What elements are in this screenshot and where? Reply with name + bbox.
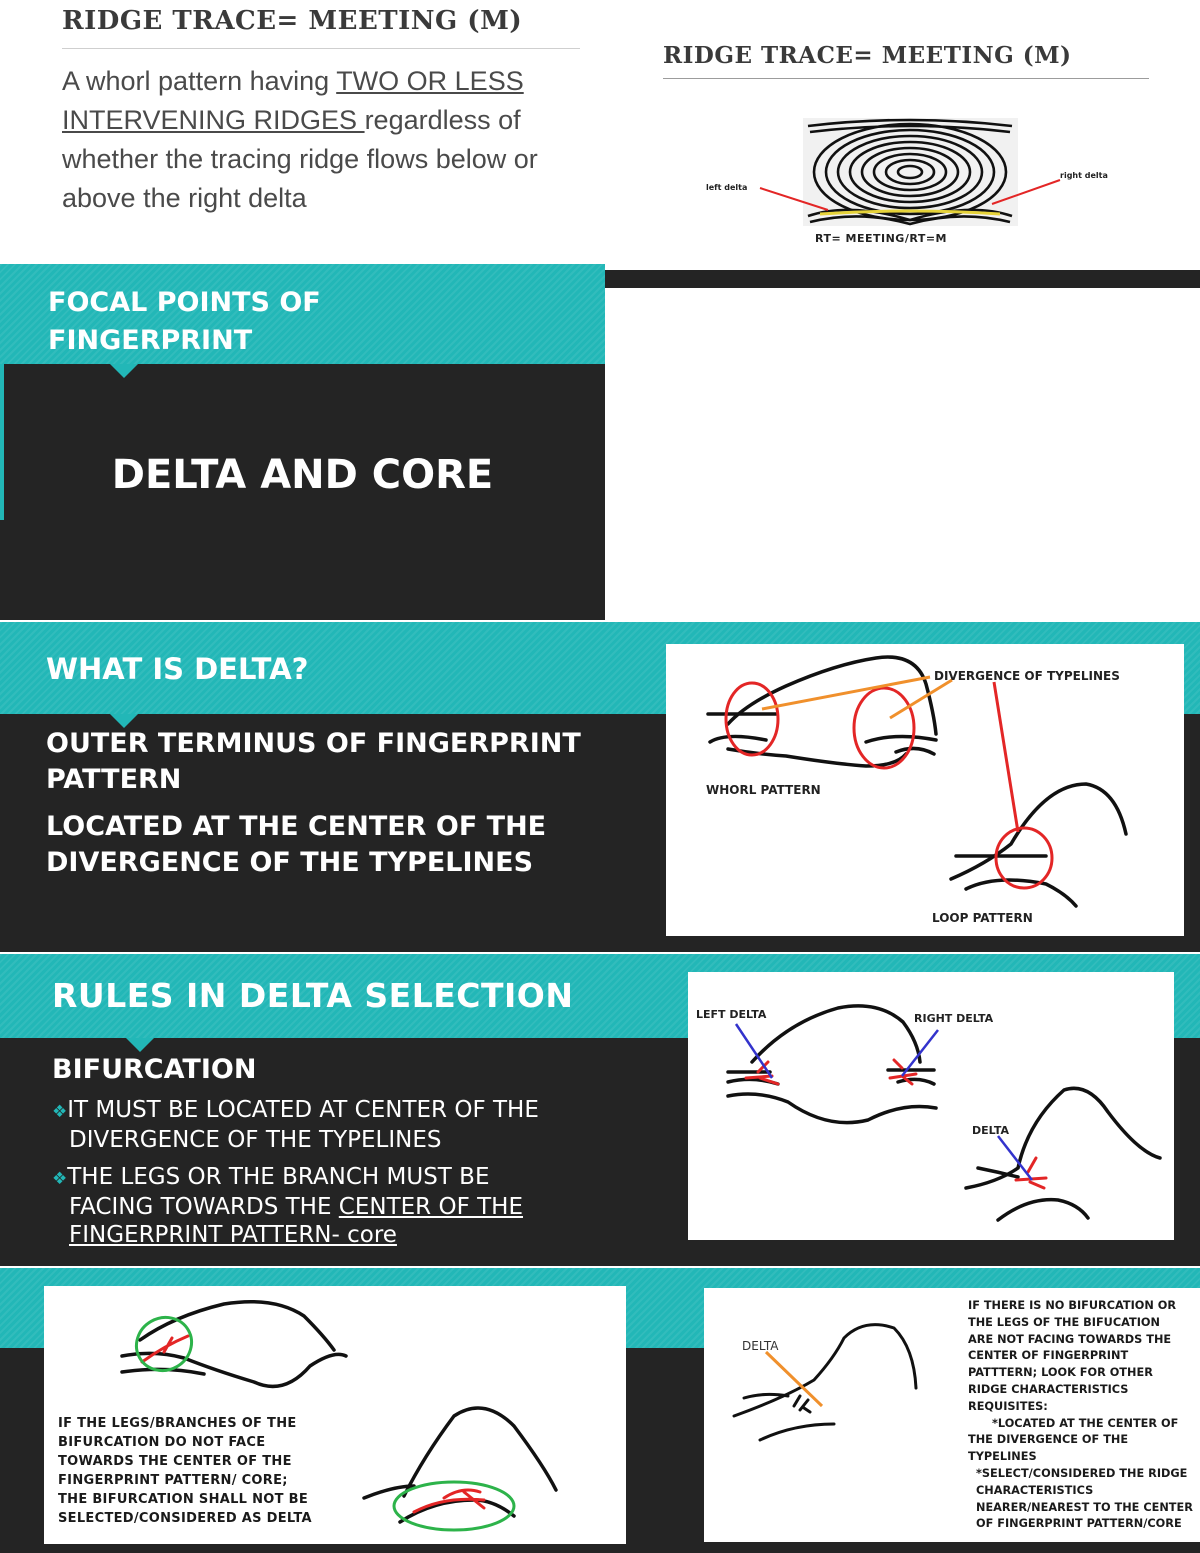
slide4-bullets: ❖IT MUST BE LOCATED AT CENTER OF THE DIV… [52,1096,539,1249]
slide2-subtitle: DELTA AND CORE [111,452,494,498]
bullet-2-line-2-underlined: CENTER OF THE [338,1194,523,1220]
text-line: SELECTED/CONSIDERED AS DELTA [58,1511,312,1526]
text-line: ARE NOT FACING TOWARDS THE [968,1332,1172,1346]
title-divider [62,48,580,49]
diamond-bullet-icon: ❖ [52,1169,68,1189]
bullet-1: ❖IT MUST BE LOCATED AT CENTER OF THE [52,1096,539,1126]
diamond-bullet-icon: ❖ [52,1102,68,1122]
slide4: RULES IN DELTA SELECTION BIFURCATION ❖IT… [0,954,1200,1266]
body-text-2: regardless of whether the tracing ridge … [62,105,538,213]
slide1-right: RIDGE TRACE= MEETING (M) left delta righ… [605,0,1200,268]
loop-label: LOOP PATTERN [932,911,1033,925]
whorl-label: WHORL PATTERN [706,783,821,797]
bullet-1-line-2: DIVERGENCE OF THE TYPELINES [69,1127,442,1153]
text-line: *SELECT/CONSIDERED THE RIDGE [976,1466,1188,1480]
text-line: OF FINGERPRINT PATTERN/CORE [976,1517,1182,1531]
text-line: IF THE LEGS/BRANCHES OF THE [58,1416,297,1431]
point-1-line-1: OUTER TERMINUS OF FINGERPRINT [46,728,581,759]
slide3-header: WHAT IS DELTA? [46,652,309,686]
delta-label: DELTA [742,1339,779,1353]
text-line: CHARACTERISTICS [976,1483,1094,1497]
text-line: RIDGE CHARACTERISTICS [968,1382,1129,1396]
ridge-characteristics-diagram: DELTA [732,1323,918,1442]
point-1-line-2: PATTERN [46,764,182,795]
bullet-2-line-2: FACING TOWARDS THE CENTER OF THE [52,1193,539,1221]
delta-label: DELTA [972,1124,1009,1137]
bullet-2-line-2-text: FACING TOWARDS THE [69,1194,339,1220]
text-line: *LOCATED AT THE CENTER OF [992,1416,1179,1430]
slide1-right-title: RIDGE TRACE= MEETING (M) [663,42,1072,69]
text-line: THE DIVERGENCE OF THE [968,1433,1129,1447]
text-line: BIFURCATION DO NOT FACE [58,1435,266,1450]
slide5-left-panel: IF THE LEGS/BRANCHES OF THE BIFURCATION … [44,1286,626,1544]
header-notch [126,1038,154,1052]
text-line: PATTTERN; LOOK FOR OTHER [968,1366,1153,1380]
bullet-2-line-3: FINGERPRINT PATTERN- core [69,1222,397,1248]
fingerprint-image: left delta right delta [706,118,1108,226]
slide4-header: RULES IN DELTA SELECTION [52,976,574,1015]
slide4-subheader: BIFURCATION [52,1054,257,1085]
divergence-label: DIVERGENCE OF TYPELINES [934,669,1120,683]
delta-selection-diagram: LEFT DELTA RIGHT DELTA DELTA [688,972,1174,1240]
body-text: A whorl pattern having [62,66,337,96]
slide2-header: FOCAL POINTS OF FINGERPRINT [48,284,321,360]
slide-divider-bar [605,270,1200,288]
header-line-2: FINGERPRINT [48,325,253,356]
slide2-header-band [0,264,605,364]
left-delta-label: left delta [706,183,747,192]
text-line: FINGERPRINT PATTERN/ CORE; [58,1473,288,1488]
delta-diagram: DIVERGENCE OF TYPELINES WHORL PATTERN LO… [666,644,1184,936]
text-line: NEARER/NEAREST TO THE CENTER [976,1500,1193,1514]
slide5-right-text: IF THERE IS NO BIFURCATION OR THE LEGS O… [968,1298,1198,1533]
text-line: IF THERE IS NO BIFURCATION OR [968,1299,1177,1312]
teal-left-edge [0,364,4,520]
header-notch [110,364,138,378]
left-delta-label: LEFT DELTA [696,1008,767,1021]
point-2-line-2: DIVERGENCE OF THE TYPELINES [46,847,534,878]
slide5-right-panel: DELTA IF THERE IS NO BIFURCATION OR THE … [704,1288,1200,1542]
text-line: THE BIFURCATION SHALL NOT BE [58,1492,309,1507]
header-line-1: FOCAL POINTS OF [48,287,321,318]
title-divider [663,78,1149,79]
text-line: TYPELINES [968,1450,1037,1464]
slide2: FOCAL POINTS OF FINGERPRINT DELTA AND CO… [0,264,605,620]
slide5-left-text: IF THE LEGS/BRANCHES OF THE BIFURCATION … [58,1414,312,1528]
slide1-left: RIDGE TRACE= MEETING (M) A whorl pattern… [0,0,600,262]
text-line: TOWARDS THE CENTER OF THE [58,1454,292,1469]
slide1-left-body: A whorl pattern having TWO OR LESS INTER… [62,62,582,218]
slide1-left-title: RIDGE TRACE= MEETING (M) [62,6,523,36]
right-delta-label: right delta [1060,171,1108,180]
header-notch [110,714,138,728]
bullet-2: ❖THE LEGS OR THE BRANCH MUST BE [52,1163,539,1193]
point-2-line-1: LOCATED AT THE CENTER OF THE [46,811,547,842]
text-line: REQUISITES: [968,1399,1048,1413]
slide3: WHAT IS DELTA? OUTER TERMINUS OF FINGERP… [0,622,1200,952]
body-underlined: TWO OR LESS INTERVENING RIDGES [62,66,524,135]
right-delta-label: RIGHT DELTA [914,1012,994,1025]
bifurcation-diagram [120,1299,558,1532]
bullet-2-line-1: THE LEGS OR THE BRANCH MUST BE [67,1164,490,1190]
text-line: THE LEGS OF THE BIFUCATION [968,1315,1160,1329]
slide3-points: OUTER TERMINUS OF FINGERPRINT PATTERN LO… [46,726,581,881]
bullet-1-line-1: IT MUST BE LOCATED AT CENTER OF THE [67,1097,539,1123]
text-line: CENTER OF FINGERPRINT [968,1349,1129,1363]
fingerprint-caption: RT= MEETING/RT=M [815,232,947,245]
